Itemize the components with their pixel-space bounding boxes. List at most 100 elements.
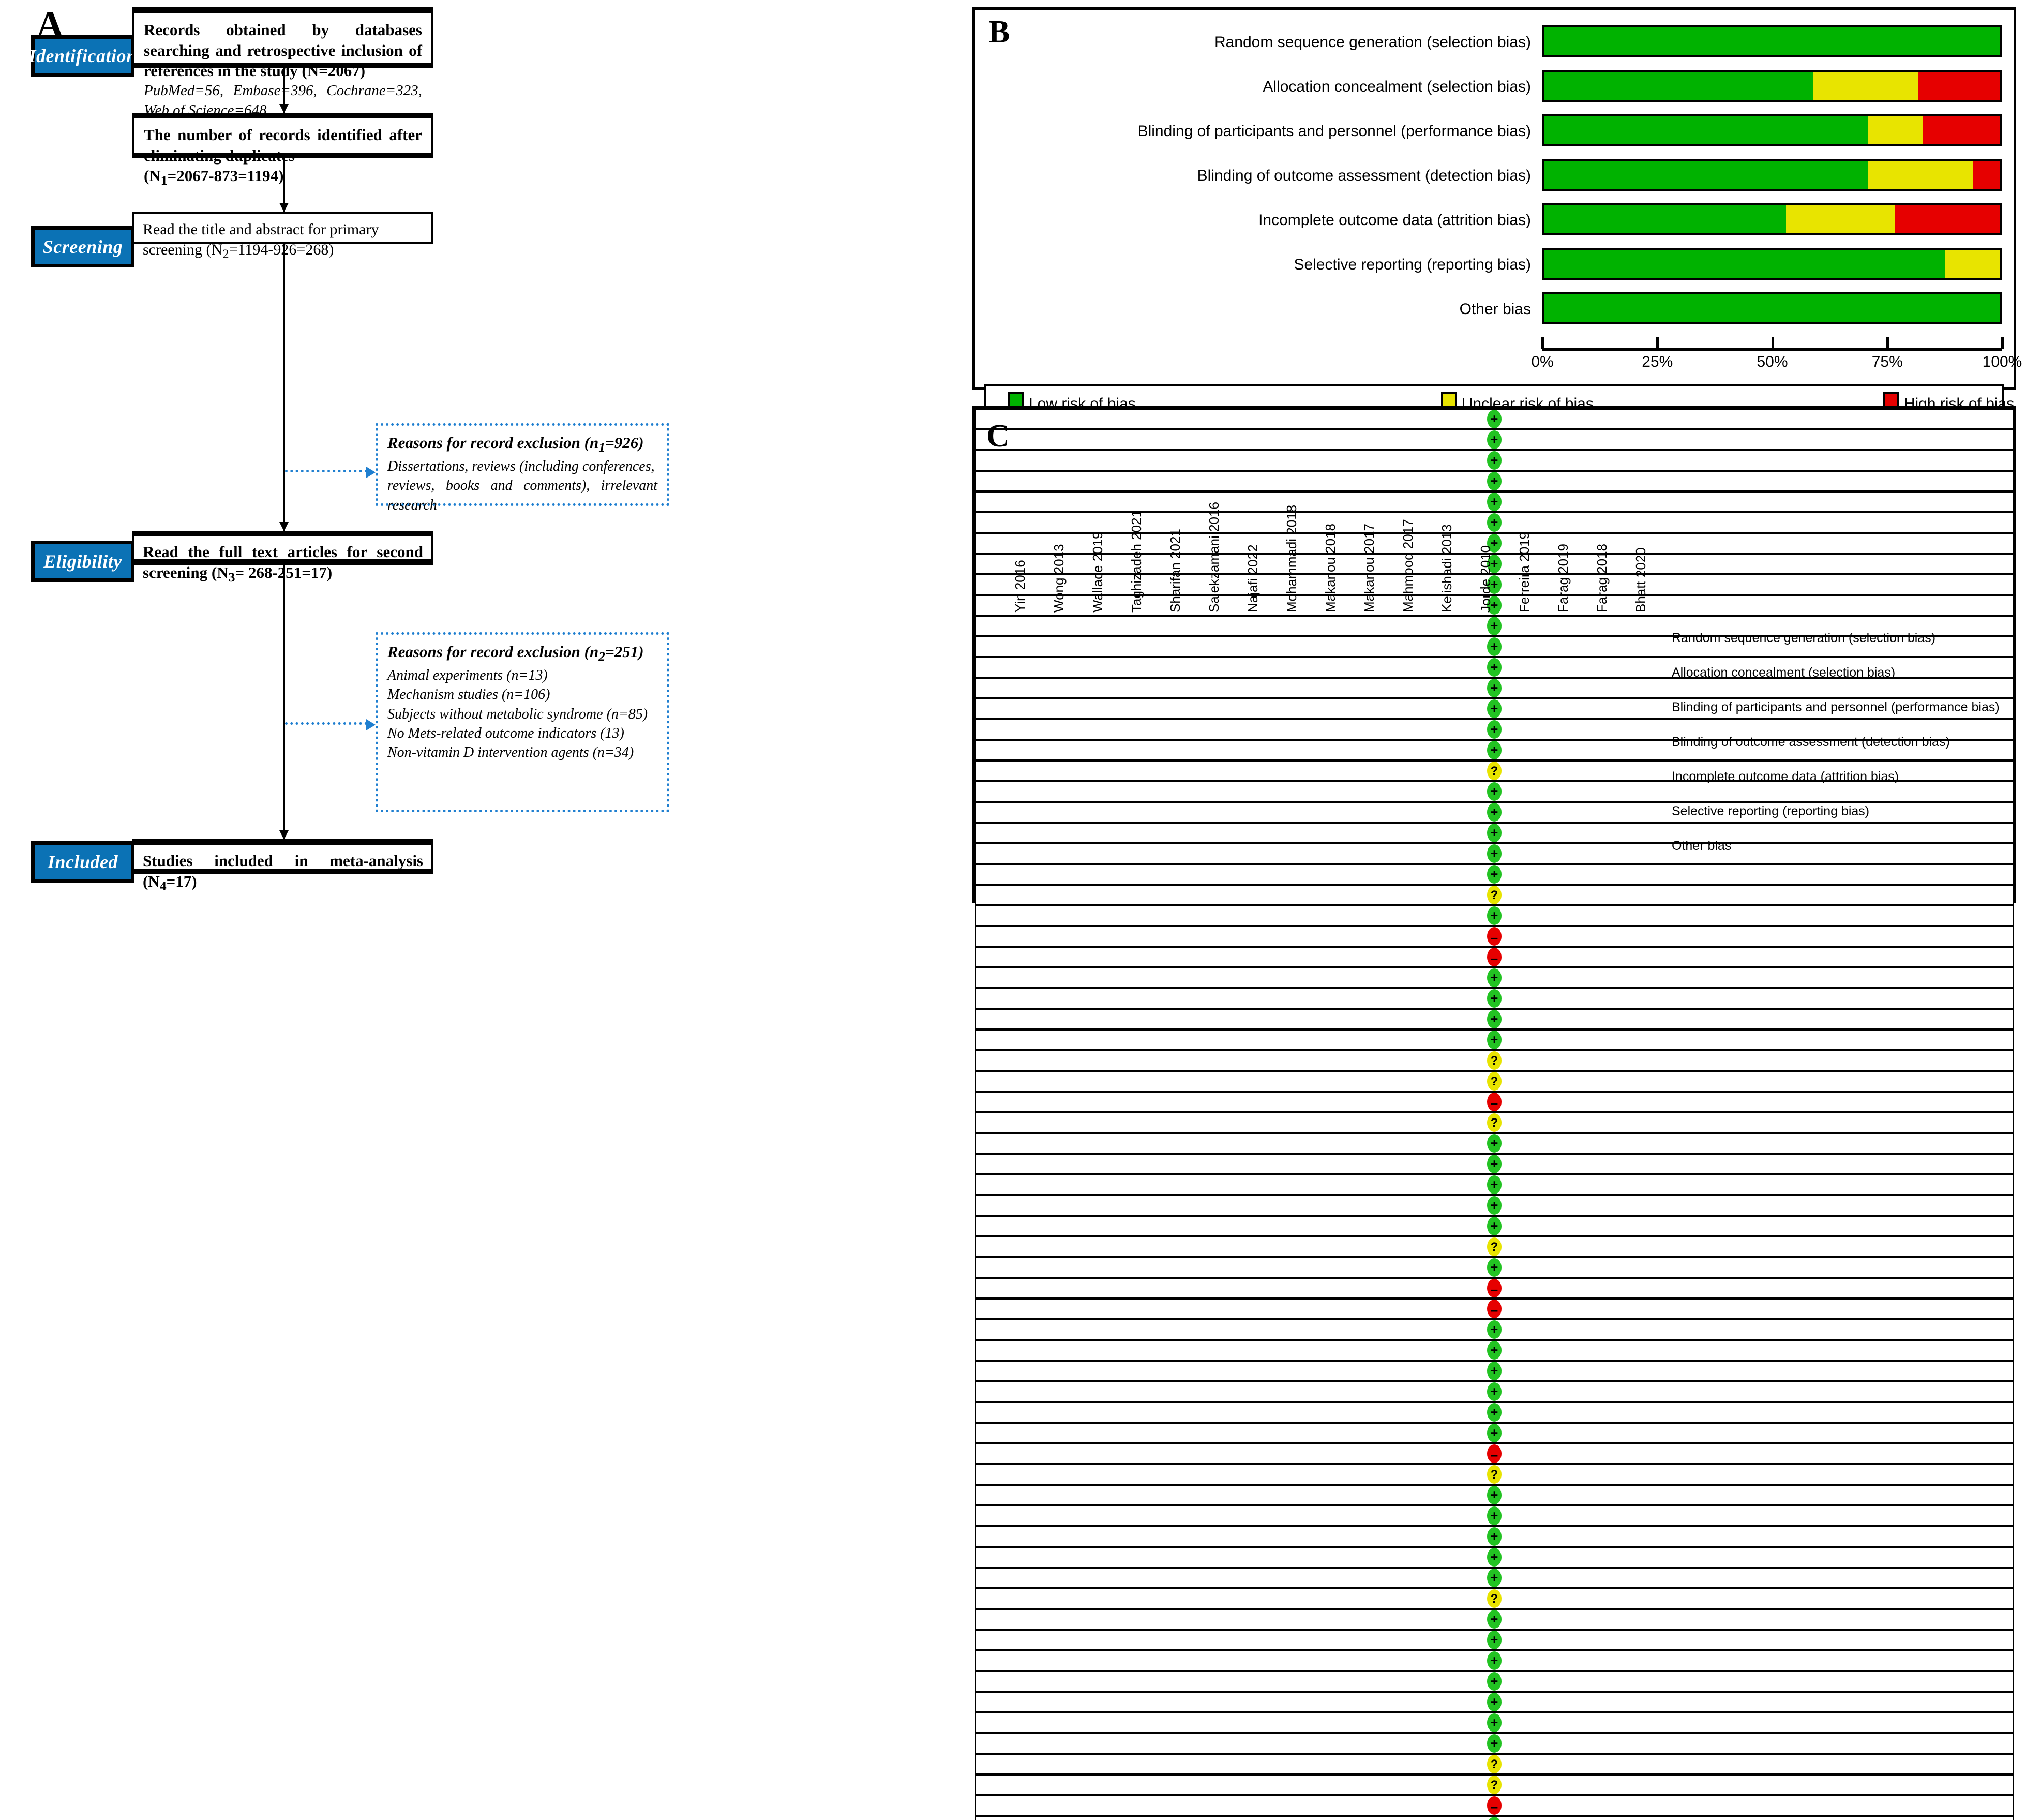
rob-bar-segment-low xyxy=(1544,27,2000,55)
rob-axis-tick-label: 0% xyxy=(1531,353,1554,370)
rob-judgement-low-icon: + xyxy=(1487,1672,1502,1691)
rob-judgement-low-icon: + xyxy=(1487,720,1502,739)
rob-axis-tick xyxy=(1656,337,1659,349)
rob-judgement-low-icon: + xyxy=(1487,430,1502,449)
rob-judgement-low-icon: + xyxy=(1487,1217,1502,1235)
rob-summary-cell: + xyxy=(975,1650,2014,1671)
stage-screening-label: Screening xyxy=(42,236,123,257)
rob-summary-domain-label: Blinding of outcome assessment (detectio… xyxy=(1672,734,1950,749)
rob-bar-segment-unclear xyxy=(1813,72,1918,100)
rob-judgement-low-icon: + xyxy=(1487,1031,1502,1049)
rob-summary-cell: + xyxy=(975,450,2014,471)
rob-summary-cell: + xyxy=(975,1630,2014,1650)
study-header: Sharifan 2021 xyxy=(1167,529,1183,613)
rob-summary-cell: + xyxy=(975,843,2014,864)
exclusion-2-title-pre: Reasons for record exclusion (n xyxy=(387,643,599,661)
rob-graph-bar xyxy=(1542,25,2002,57)
dotted-arrow-exclusion-1 xyxy=(285,467,376,478)
rob-bar-segment-high xyxy=(1918,72,2000,100)
arrow-to-included xyxy=(279,565,289,840)
rob-summary-cell: + xyxy=(975,471,2014,491)
rob-judgement-low-icon: + xyxy=(1487,493,1502,511)
stage-eligibility: Eligibility xyxy=(31,541,134,582)
rob-judgement-low-icon: + xyxy=(1487,1320,1502,1339)
rob-summary-cell: ? xyxy=(975,1464,2014,1485)
rob-graph-bar xyxy=(1542,248,2002,280)
exclusion-1-line-2: reviews, books and comments), irrelevant… xyxy=(387,478,657,513)
rob-summary-cell: + xyxy=(975,1361,2014,1381)
rob-summary-cell: – xyxy=(975,1299,2014,1319)
rob-summary-cell: + xyxy=(975,1671,2014,1692)
study-header: Mohammadi 2018 xyxy=(1284,504,1299,613)
rob-graph-label: Random sequence generation (selection bi… xyxy=(1214,34,1531,51)
rob-judgement-low-icon: + xyxy=(1487,596,1502,615)
rob-summary-cell: + xyxy=(975,1216,2014,1236)
rob-summary-domain-label: Random sequence generation (selection bi… xyxy=(1672,630,1936,645)
rob-judgement-low-icon: + xyxy=(1487,1382,1502,1401)
rob-summary-cell: + xyxy=(975,512,2014,533)
rob-bar-segment-low xyxy=(1544,161,1868,189)
study-header: Kelishadi 2013 xyxy=(1439,524,1454,613)
rob-summary-cell: ? xyxy=(975,885,2014,905)
rob-judgement-unclear-icon: ? xyxy=(1487,1051,1502,1070)
rob-summary-cell: + xyxy=(975,1712,2014,1733)
rob-bar-segment-low xyxy=(1544,250,1946,278)
rob-summary-matrix: +++++++++++++++++?+++++?+––++++??–?+++++… xyxy=(975,409,2014,1820)
rob-judgement-low-icon: + xyxy=(1487,472,1502,490)
rob-judgement-low-icon: + xyxy=(1487,968,1502,987)
rob-bar-segment-low xyxy=(1544,205,1786,233)
rob-judgement-low-icon: + xyxy=(1487,1175,1502,1194)
rob-summary-cell: + xyxy=(975,1692,2014,1712)
rob-summary-cell: + xyxy=(975,616,2014,636)
rob-summary-cell: + xyxy=(975,1030,2014,1050)
rob-summary-cell: ? xyxy=(975,1774,2014,1795)
flowbox-duplicates-removed: The number of records identified after e… xyxy=(132,113,433,188)
exclusion-1-title-post: =926) xyxy=(605,434,644,452)
arrow-to-full-text xyxy=(279,244,289,531)
stage-eligibility-label: Eligibility xyxy=(43,551,122,572)
stage-screening: Screening xyxy=(31,226,134,267)
second-screening-sub: 3 xyxy=(228,569,235,585)
rob-summary-cell: + xyxy=(975,1423,2014,1443)
rob-graph-label: Selective reporting (reporting bias) xyxy=(1294,256,1531,273)
exclusion-2-title-sub: 2 xyxy=(598,649,606,664)
rob-judgement-unclear-icon: ? xyxy=(1487,886,1502,904)
rob-judgement-low-icon: + xyxy=(1487,1134,1502,1153)
rob-graph-bar xyxy=(1542,203,2002,235)
rob-judgement-low-icon: + xyxy=(1487,1506,1502,1525)
rob-judgement-low-icon: + xyxy=(1487,1341,1502,1360)
duplicates-line-1: The number of records identified after e… xyxy=(144,126,422,165)
rob-judgement-unclear-icon: ? xyxy=(1487,1072,1502,1091)
rob-judgement-low-icon: + xyxy=(1487,1362,1502,1380)
panel-b-risk-of-bias-graph: B Random sequence generation (selection … xyxy=(972,7,2022,424)
rob-graph-bar xyxy=(1542,114,2002,146)
rob-bar-segment-high xyxy=(1973,161,2000,189)
rob-summary-domain-label: Other bias xyxy=(1672,838,1732,853)
rob-summary-domain-label: Blinding of participants and personnel (… xyxy=(1672,699,2000,714)
rob-judgement-low-icon: + xyxy=(1487,824,1502,842)
panel-b-letter: B xyxy=(988,14,1010,50)
rob-judgement-high-icon: – xyxy=(1487,1279,1502,1297)
flowbox-primary-screening: Read the title and abstract for primary … xyxy=(132,212,433,261)
rob-bar-segment-unclear xyxy=(1868,161,1973,189)
primary-screening-sub: 2 xyxy=(222,247,229,261)
rob-summary-cell: + xyxy=(975,1568,2014,1588)
exclusion-2-line: Mechanism studies (n=106) xyxy=(387,687,550,703)
study-header: Farag 2019 xyxy=(1555,544,1571,613)
rob-bar-segment-high xyxy=(1923,116,2000,144)
rob-judgement-unclear-icon: ? xyxy=(1487,1755,1502,1773)
rob-summary-cell: + xyxy=(975,1816,2014,1820)
rob-summary-cell: + xyxy=(975,802,2014,823)
rob-judgement-low-icon: + xyxy=(1487,617,1502,635)
flowbox-records-identified: Records obtained by databases searching … xyxy=(132,7,433,138)
rob-judgement-high-icon: – xyxy=(1487,1300,1502,1318)
rob-graph-label: Other bias xyxy=(1459,301,1531,318)
rob-judgement-low-icon: + xyxy=(1487,1196,1502,1215)
rob-axis-tick xyxy=(2001,337,2004,349)
rob-graph-bar xyxy=(1542,70,2002,102)
rob-judgement-low-icon: + xyxy=(1487,1817,1502,1820)
study-header: Makariou 2018 xyxy=(1323,524,1338,613)
rob-judgement-unclear-icon: ? xyxy=(1487,1589,1502,1608)
primary-screening-text: Read the title and abstract for primary … xyxy=(143,219,423,263)
rob-graph-bar xyxy=(1542,292,2002,324)
